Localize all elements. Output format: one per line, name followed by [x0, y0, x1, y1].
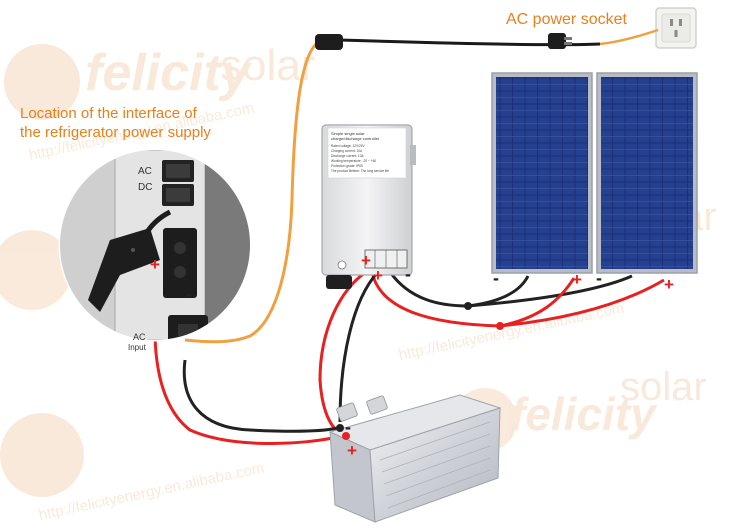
controller-title-2: charge/discharge controller	[331, 136, 380, 141]
solar-panel-left	[491, 72, 593, 274]
interface-label-line2: the refrigerator power supply	[20, 124, 211, 141]
controller-mount-bracket	[410, 145, 416, 165]
solar-panel-right	[596, 72, 698, 274]
battery-handle	[336, 402, 358, 422]
controller-led-icon	[337, 260, 347, 270]
panel2-negative-mark: -	[596, 268, 602, 288]
watermark-logo-icon	[0, 230, 72, 310]
ac-plug-icon	[548, 33, 566, 49]
controller-spec-line: Working temperature: -20 ~ +60	[331, 159, 376, 163]
battery-positive-mark: +	[347, 441, 357, 460]
controller-spec-line: Rated voltage: 12V/24V	[331, 144, 366, 148]
controller-spec-line: Charging current: 10A	[331, 149, 363, 153]
watermark-brand-text: solar	[620, 365, 707, 409]
dc-plug-icon	[88, 228, 160, 312]
controller-spec-line: The product lifetime: The long service l…	[331, 169, 389, 173]
polarity-markers: + - + + - - + - + - +	[150, 251, 674, 460]
fridge-ac-label: AC	[138, 166, 152, 177]
ac-socket-label: AC power socket	[506, 11, 627, 28]
controller-spec-line: Protection grade: IP65	[331, 164, 363, 168]
watermark-logo-icon	[4, 44, 80, 120]
pv-negative-junction	[464, 302, 472, 310]
fridge-interface-inset: AC DC AC Input	[58, 148, 252, 352]
fridge-negative-mark: -	[186, 284, 192, 304]
controller-pv-positive-mark: +	[373, 266, 383, 285]
controller-negative-mark: -	[405, 264, 411, 284]
panel2-positive-mark: +	[664, 275, 674, 294]
controller-title-1: Simple single solar	[331, 131, 365, 136]
ac-cable-connector	[315, 34, 343, 50]
watermark-brand-text: solar	[220, 41, 315, 90]
ac-power-cable	[184, 28, 659, 344]
battery-negative-terminal	[336, 424, 344, 432]
battery-negative-mark: -	[345, 417, 351, 437]
dc-input-socket	[163, 228, 197, 298]
ac-wall-socket	[655, 7, 697, 49]
watermark-brand-text: felicity	[85, 44, 253, 102]
panel1-negative-mark: -	[493, 268, 499, 288]
battery	[328, 394, 502, 523]
interface-label-line1: Location of the interface of	[20, 105, 198, 122]
controller-cable-gland	[326, 275, 352, 289]
controller-positive-mark: +	[361, 251, 371, 270]
charge-controller: Simple single solar charge/discharge con…	[321, 124, 416, 289]
watermark-logo-icon	[0, 413, 84, 497]
battery-positive-terminal	[342, 432, 350, 440]
panel1-positive-mark: +	[572, 270, 582, 289]
fridge-ac-input-label: AC	[133, 332, 146, 342]
fridge-ac-input-label: Input	[128, 343, 147, 352]
controller-spec-line: Discharge current: 10A	[331, 154, 364, 158]
fridge-positive-mark: +	[150, 255, 160, 274]
pv-positive-junction	[496, 322, 504, 330]
fridge-dc-label: DC	[138, 182, 152, 193]
pv-wiring	[370, 271, 665, 330]
watermark-brand-text: felicity	[510, 388, 658, 440]
battery-handle	[366, 395, 388, 415]
